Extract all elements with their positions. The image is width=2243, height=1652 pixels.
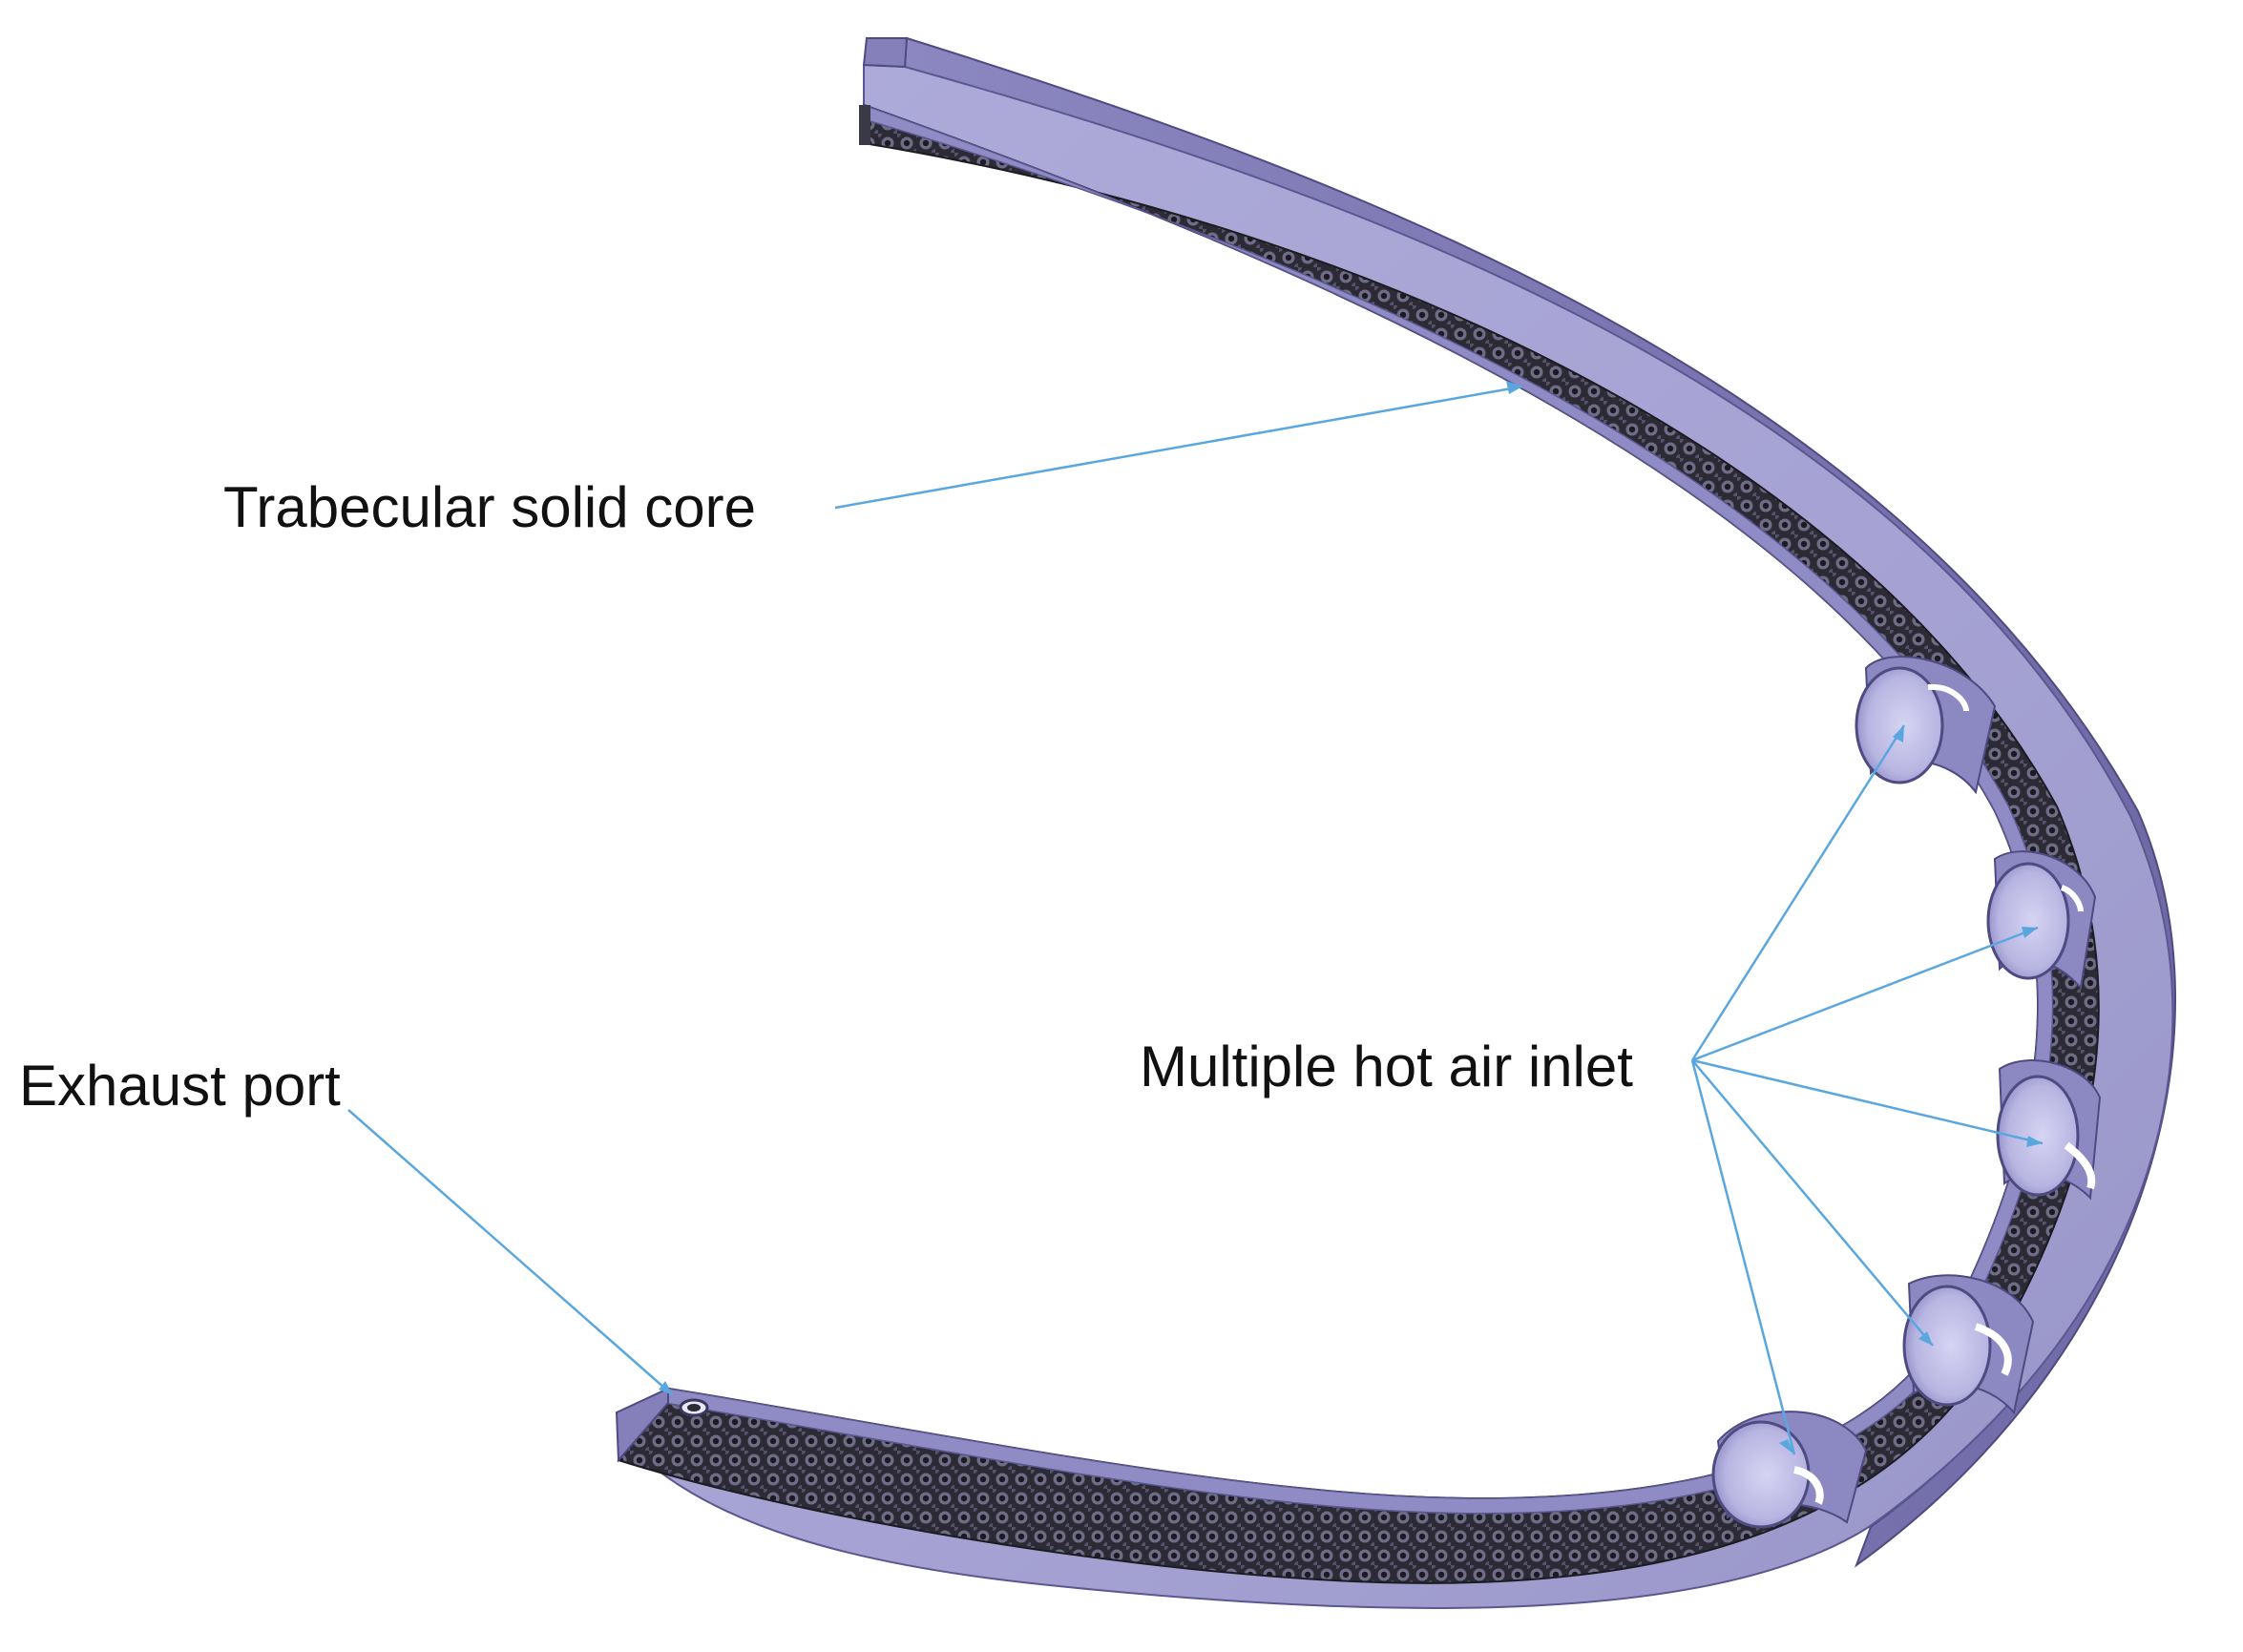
- trabecular-core-label: Trabecular solid core: [223, 475, 757, 539]
- trabecular-core-band: [617, 103, 2100, 1584]
- exhaust-port-hole-inner: [687, 1404, 701, 1412]
- arrowhead-inlet-3: [2026, 1136, 2043, 1147]
- leader-inlet-5: [1690, 1059, 1796, 1455]
- arrowhead-inlet-4: [1918, 1331, 1933, 1346]
- leader-core: [834, 385, 1523, 510]
- inlet-2: [1986, 850, 2097, 991]
- leader-inlet-3: [1691, 1058, 2044, 1145]
- leader-inlet-2: [1691, 926, 2039, 1062]
- duct-end-cap-bottom: [615, 1387, 669, 1463]
- leader-exhaust: [347, 1109, 674, 1396]
- arrowhead-inlet-2: [2022, 927, 2038, 938]
- duct-inner-lip: [663, 103, 2054, 1515]
- arrowhead-exhaust: [659, 1381, 673, 1395]
- inlet-4: [1902, 1274, 2035, 1415]
- duct-end-core-top: [859, 105, 870, 145]
- duct-end-cap-top: [862, 37, 909, 69]
- arrowhead-inlet-1: [1893, 725, 1904, 742]
- leader-lines: [347, 385, 2044, 1455]
- arrowhead-core: [1506, 381, 1522, 394]
- inlet-5: [1711, 1411, 1868, 1529]
- exhaust-port-label: Exhaust port: [19, 1054, 341, 1118]
- leader-inlet-1: [1690, 724, 1906, 1061]
- leader-inlet-4: [1691, 1059, 1934, 1347]
- inlet-3: [1996, 1059, 2102, 1201]
- leader-arrowheads: [659, 381, 2043, 1454]
- inlet-1: [1855, 656, 1997, 795]
- hot-air-inlet-label: Multiple hot air inlet: [1140, 1035, 1633, 1098]
- arrowhead-inlet-5: [1779, 1439, 1794, 1454]
